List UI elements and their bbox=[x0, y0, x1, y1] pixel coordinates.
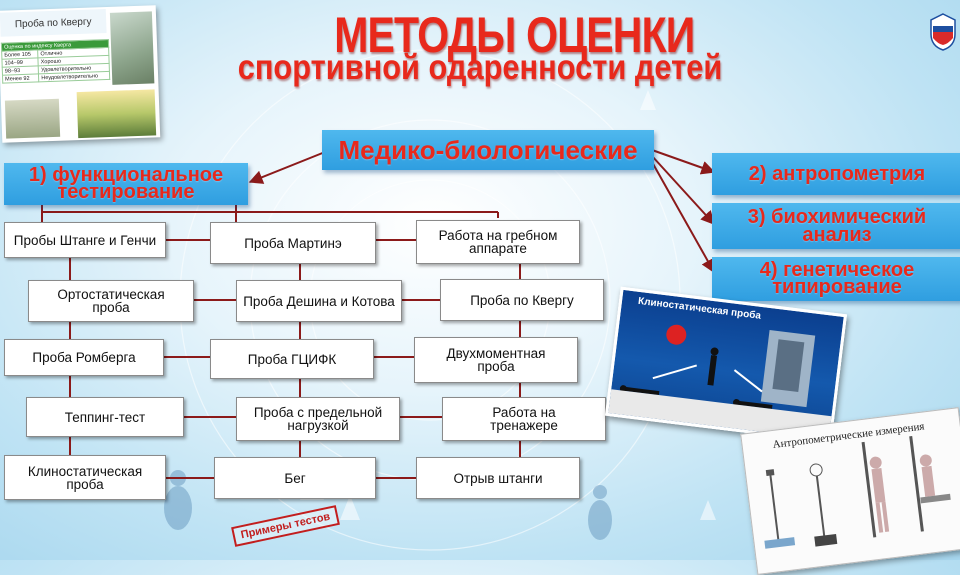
test-running: Бег bbox=[214, 457, 376, 499]
page-subtitle: спортивной одаренности детей bbox=[237, 48, 723, 87]
page-title: МЕТОДЫ ОЦЕНКИ bbox=[334, 7, 695, 63]
test-romberg: Проба Ромберга bbox=[4, 339, 164, 376]
category-anthropometry: 2) антропометрия bbox=[712, 153, 960, 195]
runner-photo bbox=[109, 11, 155, 85]
clinostatic-test-image: Клиностатическая проба bbox=[604, 286, 848, 444]
category-genetic-typing: 4) генетическое типирование bbox=[712, 257, 960, 301]
clinostatic-illustration bbox=[619, 324, 816, 409]
test-barbell-lift: Отрыв штанги bbox=[416, 457, 580, 499]
category-biochemical-analysis: 3) биохимический анализ bbox=[712, 203, 960, 249]
emblem-icon bbox=[930, 13, 956, 51]
kverg-test-thumbnail: Проба по Квергу Оценка по индексу Кверга… bbox=[0, 5, 161, 143]
test-kverg: Проба по Квергу bbox=[440, 279, 604, 321]
anthropometric-measurements-image: Антропометрические измерения bbox=[740, 407, 960, 575]
arrow-root-functional bbox=[248, 149, 331, 184]
jogging-photo bbox=[76, 89, 157, 139]
arrow-root-biochemical bbox=[651, 155, 715, 226]
test-gtsifk: Проба ГЦИФК bbox=[210, 339, 374, 379]
squat-photo bbox=[4, 98, 61, 139]
category-functional-testing: 1) функциональное тестирование bbox=[4, 163, 248, 205]
test-deshin-kotov: Проба Дешина и Котова bbox=[236, 280, 402, 322]
examples-stamp: Примеры тестов bbox=[231, 505, 340, 547]
anthropometric-illustration bbox=[764, 435, 951, 549]
arrow-root-anthropometry bbox=[651, 149, 716, 175]
root-medico-biological: Медико-биологические bbox=[322, 130, 654, 170]
arrow-root-genetic bbox=[651, 161, 715, 274]
test-tapping: Теппинг-тест bbox=[26, 397, 184, 437]
test-martinet: Проба Мартинэ bbox=[210, 222, 376, 264]
thumbnail-header: Проба по Квергу bbox=[0, 9, 107, 37]
test-shtange-genchi: Пробы Штанге и Генчи bbox=[4, 222, 166, 258]
